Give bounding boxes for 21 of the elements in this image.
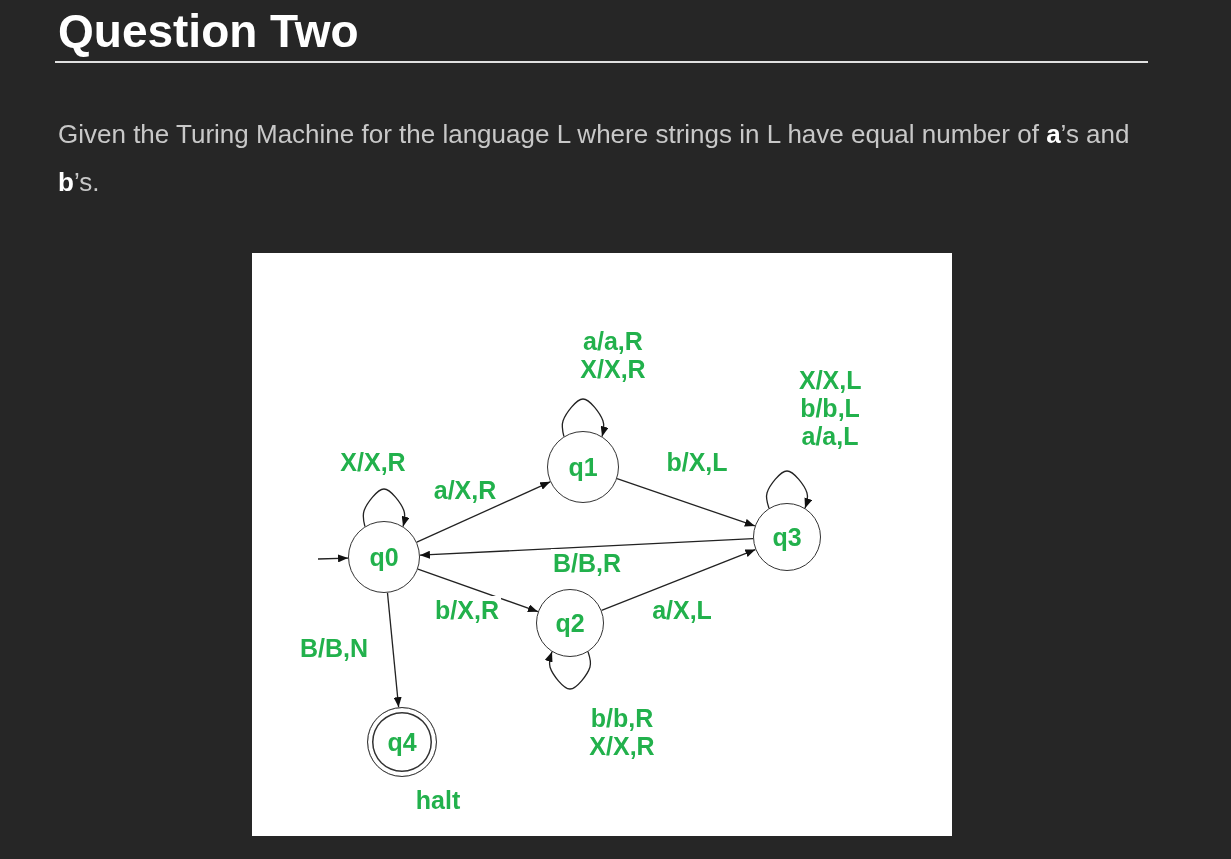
transition-arrow: [419, 538, 754, 559]
self-loop-arrow: [766, 470, 812, 509]
transition-arrow: [416, 481, 551, 543]
question-text: Given the Turing Machine for the language L where strings in L have equal number of a’s and b’s.: [58, 118, 1131, 199]
self-loop-arrow: [362, 488, 410, 528]
transition-arrow: [616, 478, 756, 527]
transition-arrow: [600, 548, 757, 612]
title: Question Two: [58, 4, 359, 58]
transition-label: b/X,R: [433, 596, 501, 624]
state-name: q0: [369, 543, 399, 571]
state-note: halt: [415, 786, 461, 814]
transition-arrow: [417, 568, 539, 613]
transition-arrow: [386, 592, 402, 708]
transition-arrow: [317, 554, 349, 563]
transition-label: B/B,R: [550, 549, 624, 577]
state-name: q2: [555, 609, 585, 637]
state-name: q3: [772, 523, 802, 551]
self-loop-arrow: [545, 651, 591, 690]
state-name: q1: [568, 453, 598, 481]
self-loop-arrow: [561, 398, 609, 438]
state-name: q4: [387, 728, 417, 756]
